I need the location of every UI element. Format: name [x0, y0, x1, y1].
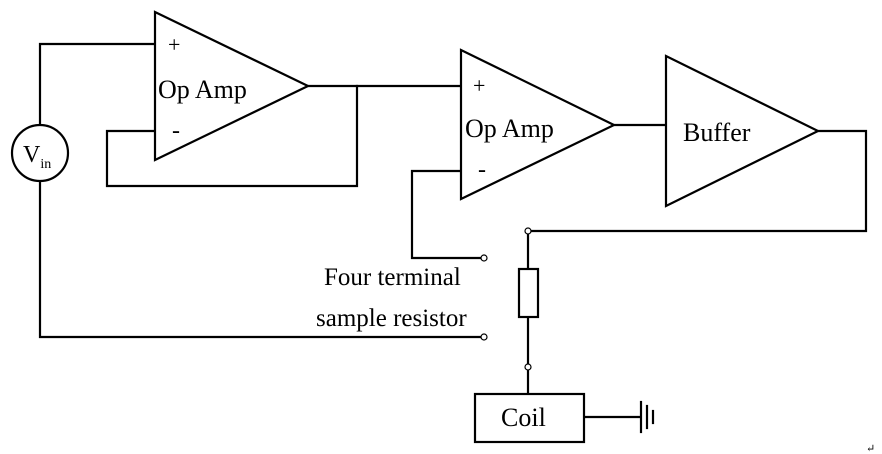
sample-resistor-label-line2: sample resistor	[316, 305, 467, 332]
wire-vin-to-opamp1-plus	[38, 42, 157, 130]
buffer-label: Buffer	[683, 118, 751, 147]
terminal-sense-high	[480, 254, 488, 262]
opamp-1-minus-sign: -	[172, 118, 180, 144]
buffer-triangle	[664, 54, 821, 208]
wire-buffer-to-resistor	[528, 129, 868, 233]
sample-resistor: Four terminal sample resistor	[316, 227, 540, 371]
sample-resistor-body	[517, 267, 540, 319]
opamp-1-plus-sign: +	[168, 32, 180, 57]
voltage-source-label: Vin	[23, 142, 51, 172]
opamp-1: + Op Amp -	[153, 10, 311, 162]
voltage-source: Vin	[10, 123, 70, 183]
terminal-sense-low	[480, 333, 488, 341]
paragraph-mark-icon: ↵	[866, 443, 875, 454]
sample-resistor-label-line1: Four terminal	[324, 264, 461, 291]
opamp-1-label: Op Amp	[158, 75, 247, 104]
opamp-2: + Op Amp -	[459, 48, 617, 201]
voltage-source-subscript: in	[40, 157, 51, 172]
opamp-2-label: Op Amp	[465, 114, 554, 143]
terminal-current-top	[524, 227, 532, 235]
wire-vin-to-sense-low	[38, 179, 483, 339]
opamp-2-plus-sign: +	[473, 73, 485, 98]
terminal-current-bottom	[524, 363, 532, 371]
buffer: Buffer	[664, 54, 821, 208]
wire-opamp2-minus-to-sense-high	[410, 169, 483, 260]
coil-label: Coil	[501, 403, 546, 432]
opamp-1-triangle	[153, 10, 311, 162]
coil-box	[473, 392, 586, 444]
ground-icon	[639, 400, 655, 434]
wire-opamp1-feedback	[105, 84, 359, 188]
coil: Coil	[473, 392, 586, 444]
wires	[38, 42, 868, 419]
opamp-2-triangle	[459, 48, 617, 201]
opamp-2-minus-sign: -	[478, 157, 486, 183]
voltage-source-circle	[10, 123, 70, 183]
